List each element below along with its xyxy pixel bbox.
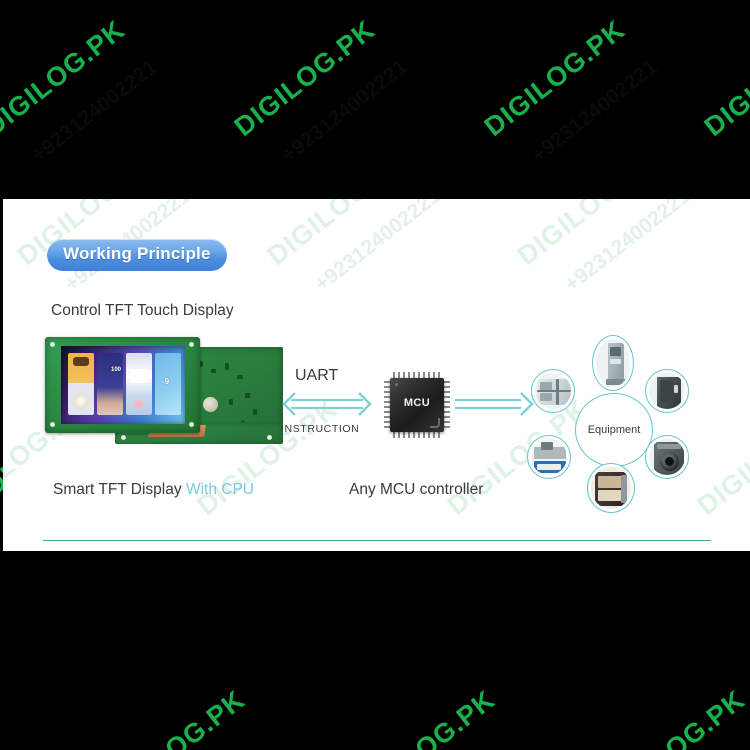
smart-display-caption-main: Smart TFT Display [53, 481, 182, 498]
display-bezel: 100 -9 [45, 337, 200, 433]
pcb-component [245, 393, 250, 398]
washing-machine-icon [649, 439, 685, 475]
watermark-brand: DIGILOG.PK [478, 14, 631, 143]
mcu-pin1-marker [395, 383, 398, 386]
watermark-brand: DIGILOG.PK [598, 684, 750, 750]
kiosk-terminal-icon [596, 339, 630, 387]
mcu-chip: MCU [383, 371, 451, 439]
right-arrow-icon [455, 392, 534, 416]
bezel-screw [189, 342, 194, 347]
equipment-node-vending-machine [645, 369, 689, 413]
screen-tile [126, 353, 152, 415]
tile-value: -9 [162, 377, 170, 386]
smart-display-caption-accent: With CPU [185, 481, 254, 498]
watermark-brand: DIGILOG.PK [698, 14, 750, 143]
pcb-component [225, 363, 229, 370]
coffee-machine-icon [591, 467, 631, 509]
tft-display-module: 100 -9 [45, 337, 285, 452]
watermark-phone: +923124002221 [560, 199, 695, 297]
pcb-capacitor [203, 397, 218, 412]
tile-graphic [73, 393, 89, 409]
tile-value: 100 [110, 367, 121, 373]
bezel-screw [189, 422, 194, 427]
watermark-brand: DIGILOG.PK [261, 199, 414, 272]
pcb-mount-hole [121, 435, 126, 440]
equipment-node-cnc-machine [527, 435, 571, 479]
watermark-phone: +923124002221 [527, 55, 662, 168]
equipment-center-label: Equipment [575, 393, 653, 467]
tft-screen: 100 -9 [61, 346, 185, 424]
screen-tile [68, 353, 94, 415]
vending-machine-icon [649, 373, 685, 409]
watermark-brand: DIGILOG.PK [348, 684, 501, 750]
cnc-machine-icon [531, 439, 567, 475]
watermark-phone: +923124002221 [27, 55, 162, 168]
equipment-node-coffee-machine [587, 463, 635, 513]
working-principle-badge: Working Principle [47, 239, 227, 271]
smart-display-caption: Smart TFT Display With CPU [53, 481, 254, 499]
mcu-label: MCU [403, 397, 431, 409]
pcb-component [237, 375, 243, 379]
equipment-node-washing-machine [645, 435, 689, 479]
bezel-screw [50, 422, 55, 427]
pcb-component [253, 409, 257, 415]
watermark-brand: DIGILOG.PK [98, 684, 251, 750]
equipment-cluster: Equipment [521, 335, 707, 519]
bidirectional-arrow-icon [282, 392, 372, 416]
watermark-phone: +923124002221 [277, 55, 412, 168]
instruction-label: INSTRUCTION [281, 423, 360, 435]
watermark-brand: DIGILOG.PK [228, 14, 381, 143]
watermark-brand: DIGILOG.PK [511, 199, 664, 272]
screen-tile: 100 [97, 353, 123, 415]
equipment-node-industrial-cabinet [531, 369, 575, 413]
control-display-heading: Control TFT Touch Display [51, 302, 234, 319]
bezel-screw [50, 342, 55, 347]
tile-graphic [135, 400, 143, 408]
equipment-node-kiosk-terminal [592, 335, 634, 391]
pcb-mount-hole [267, 435, 272, 440]
uart-label: UART [295, 367, 339, 384]
mcu-controller-caption: Any MCU controller [349, 481, 484, 498]
uart-link-group: UART INSTRUCTION [281, 367, 373, 443]
tile-graphic [130, 369, 148, 383]
tile-graphic [73, 357, 89, 366]
watermark-phone: +923124002221 [310, 199, 445, 297]
pcb-component [199, 361, 203, 367]
card-bottom-divider [43, 540, 711, 542]
screen-tile: -9 [155, 353, 181, 415]
product-illustration-card: DIGILOG.PK +923124002221 DIGILOG.PK +923… [3, 199, 750, 551]
pcb-component [211, 369, 216, 373]
industrial-cabinet-icon [535, 373, 571, 409]
watermark-brand: DIGILOG.PK [0, 14, 131, 143]
mcu-chip-body: MCU [390, 378, 444, 432]
screen-tile-row: 100 -9 [68, 353, 181, 415]
pcb-component [229, 399, 233, 405]
